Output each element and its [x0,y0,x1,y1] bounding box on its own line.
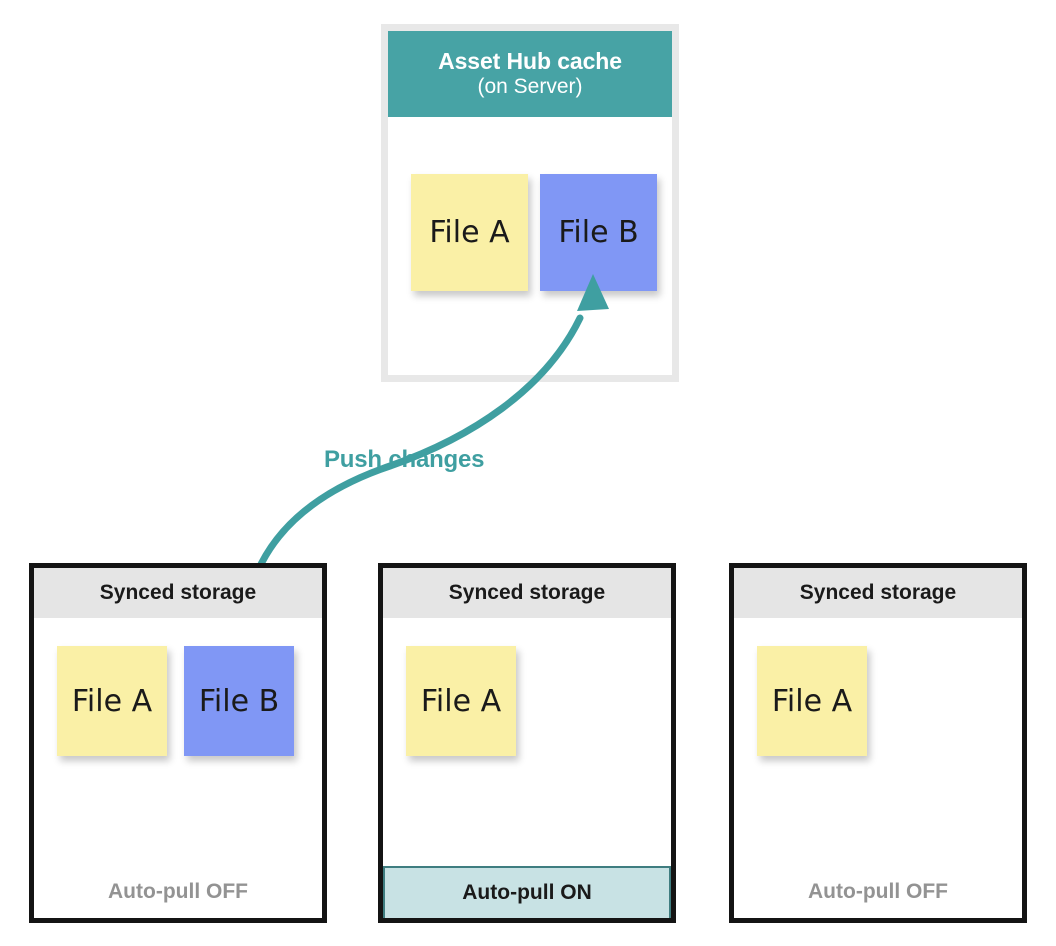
asset-hub-cache-body: File A File B [388,117,672,375]
synced-storage-body-1: File A File B Auto-pull OFF [34,618,322,918]
server-file-note-b-label: File B [558,215,639,250]
asset-hub-cache-header: Asset Hub cache (on Server) [388,31,672,117]
client3-file-note-a[interactable]: File A [757,646,867,756]
synced-storage-body-2: File A Auto-pull ON [383,618,671,918]
synced-storage-body-3: File A Auto-pull OFF [734,618,1022,918]
synced-storage-box-1: Synced storage File A File B Auto-pull O… [29,563,327,923]
server-file-note-a-label: File A [429,215,510,250]
auto-pull-status-2: Auto-pull ON [383,866,671,918]
push-changes-label: Push changes [324,446,485,473]
server-file-note-b[interactable]: File B [540,174,657,291]
synced-storage-box-3: Synced storage File A Auto-pull OFF [729,563,1027,923]
client1-file-note-a[interactable]: File A [57,646,167,756]
synced-storage-header-2: Synced storage [383,568,671,618]
auto-pull-status-3: Auto-pull OFF [808,880,948,903]
client1-file-note-b-label: File B [198,683,280,719]
client2-file-note-a[interactable]: File A [406,646,516,756]
client1-file-note-a-label: File A [71,683,153,719]
asset-hub-cache-panel: Asset Hub cache (on Server) File A File … [381,24,679,382]
client2-file-note-a-label: File A [420,683,502,719]
asset-hub-cache-subtitle: (on Server) [477,75,583,99]
server-file-note-a[interactable]: File A [411,174,528,291]
client1-file-note-b[interactable]: File B [184,646,294,756]
asset-hub-cache-title: Asset Hub cache [438,48,622,75]
auto-pull-status-1: Auto-pull OFF [108,880,248,903]
synced-storage-header-3: Synced storage [734,568,1022,618]
client3-file-note-a-label: File A [771,683,853,719]
synced-storage-box-2: Synced storage File A Auto-pull ON [378,563,676,923]
synced-storage-header-1: Synced storage [34,568,322,618]
